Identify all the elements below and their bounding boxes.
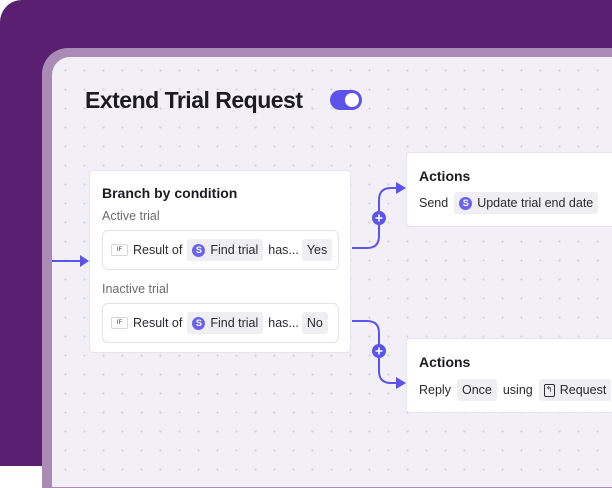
target-label: Request bbox=[559, 383, 607, 397]
condition-row[interactable]: IF Result of S Find trial has... No bbox=[102, 303, 339, 343]
arrow-yes-icon bbox=[396, 182, 406, 194]
actions-card-send[interactable]: Actions Send S Update trial end date bbox=[406, 152, 612, 227]
branch-heading: Branch by condition bbox=[102, 185, 238, 201]
arrow-no-icon bbox=[396, 377, 406, 389]
connectors bbox=[52, 182, 406, 389]
using-label: using bbox=[502, 383, 533, 397]
condition-prefix: Result of bbox=[133, 243, 183, 257]
condition-prefix: Result of bbox=[133, 316, 183, 330]
add-step-yes-icon[interactable] bbox=[372, 211, 386, 225]
source-label: Find trial bbox=[210, 243, 259, 257]
condition-operator: has... bbox=[268, 316, 299, 330]
actions-card-reply[interactable]: Actions Reply Once using ↰ Request bbox=[406, 338, 612, 413]
s-icon: S bbox=[459, 196, 473, 210]
condition-row[interactable]: IF Result of S Find trial has... Yes bbox=[102, 230, 339, 270]
if-icon: IF bbox=[111, 244, 128, 256]
value-chip[interactable]: No bbox=[301, 312, 328, 334]
if-icon: IF bbox=[111, 317, 128, 329]
source-chip[interactable]: S Find trial bbox=[187, 239, 264, 261]
actions-heading: Actions bbox=[419, 168, 471, 184]
target-label: Update trial end date bbox=[477, 196, 594, 210]
add-step-no-icon[interactable] bbox=[372, 344, 386, 358]
action-verb: Send bbox=[419, 196, 449, 210]
value-chip[interactable]: Yes bbox=[301, 239, 333, 261]
branch-card[interactable]: Branch by condition Active trial IF Resu… bbox=[89, 170, 351, 353]
enabled-toggle[interactable] bbox=[330, 90, 362, 110]
s-icon: S bbox=[192, 316, 206, 330]
actions-heading: Actions bbox=[419, 354, 471, 370]
action-verb: Reply bbox=[419, 383, 451, 397]
entry-arrow-icon bbox=[80, 255, 89, 267]
s-icon: S bbox=[192, 243, 206, 257]
condition-operator: has... bbox=[268, 243, 299, 257]
source-label: Find trial bbox=[210, 316, 259, 330]
mode-chip[interactable]: Once bbox=[456, 379, 497, 401]
template-chip[interactable]: ↰ Request bbox=[538, 379, 612, 401]
condition-label: Active trial bbox=[102, 209, 160, 223]
target-chip[interactable]: S Update trial end date bbox=[454, 192, 599, 214]
page-title: Extend Trial Request bbox=[85, 87, 303, 113]
reply-doc-icon: ↰ bbox=[543, 383, 555, 397]
condition-label: Inactive trial bbox=[102, 282, 169, 296]
source-chip[interactable]: S Find trial bbox=[187, 312, 264, 334]
